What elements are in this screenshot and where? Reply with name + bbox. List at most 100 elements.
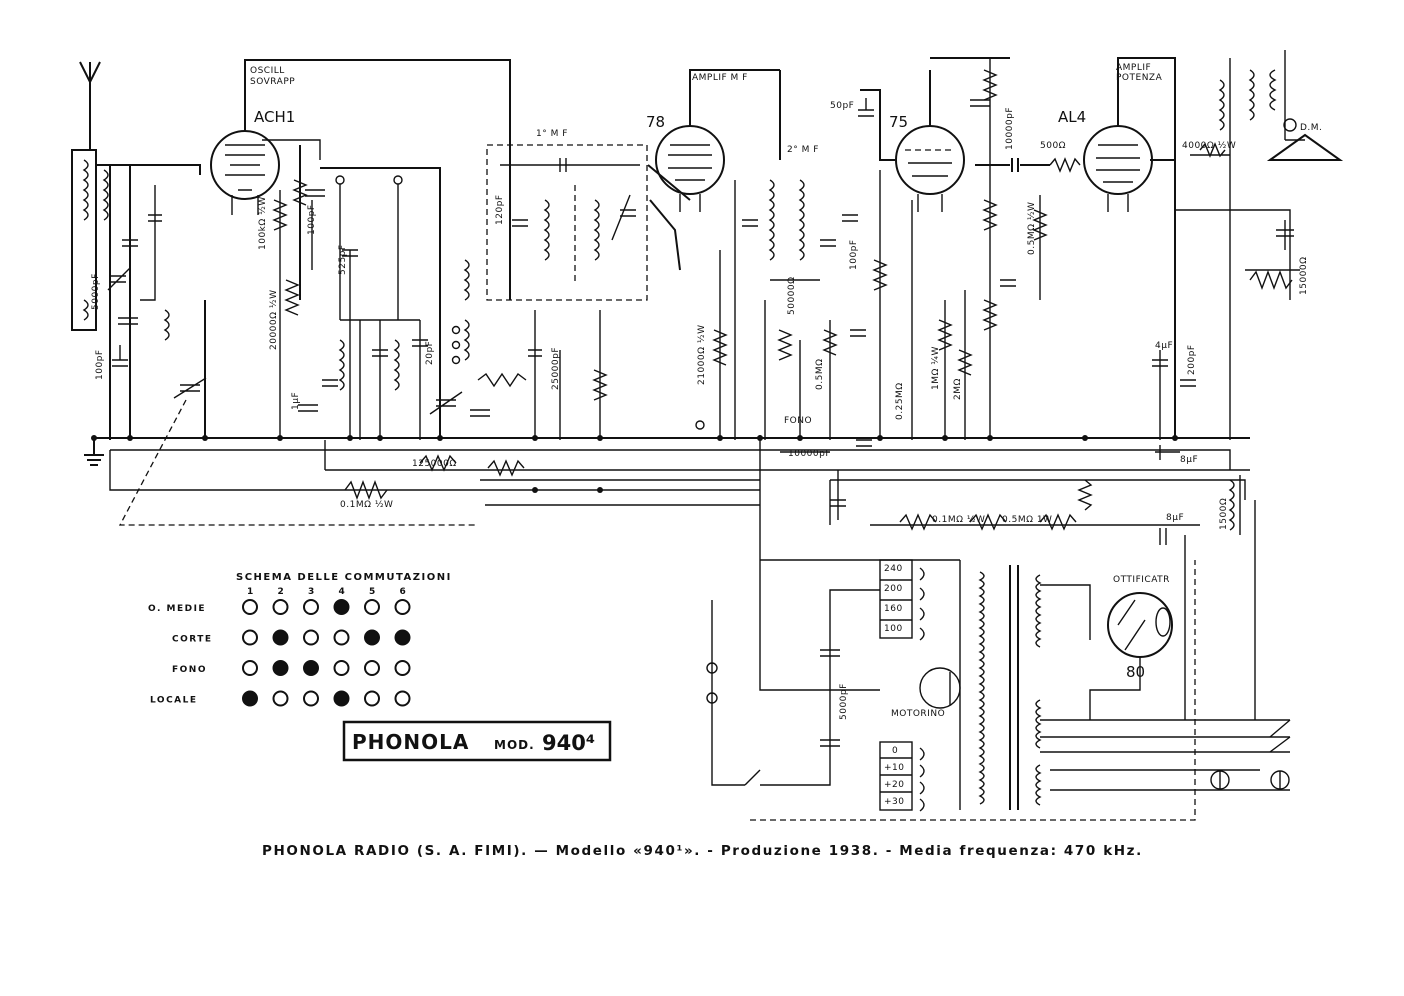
value-r7: 0.5MΩ: [815, 359, 825, 390]
switch-table-title: SCHEMA DELLE COMMUTAZIONI: [236, 572, 452, 583]
bus-junctions: [127, 435, 1178, 493]
value-c8: 25000pF: [551, 347, 561, 390]
value-c16: 8µF: [1166, 513, 1184, 523]
value-r9: 1MΩ ¼W: [931, 346, 941, 390]
switch-contact-closed: [364, 629, 380, 646]
tap-plus10: +10: [884, 763, 905, 773]
switch-row-label: FONO: [172, 665, 207, 675]
first-if-transformer: [486, 144, 648, 440]
value-c10: 100pF: [849, 239, 859, 270]
value-c5: 525pF: [338, 244, 348, 275]
switch-contact-closed: [303, 660, 319, 676]
value-r12: 0.5MΩ ½W: [1027, 202, 1037, 255]
rectifier-tube-80: [1107, 592, 1173, 658]
value-r8: 0.25MΩ: [895, 382, 905, 420]
value-r16: 0.5MΩ 1W: [1002, 515, 1052, 525]
switch-contact-open: [272, 599, 289, 615]
tube-78: [647, 69, 780, 440]
switch-column-3: 3: [308, 587, 314, 597]
switch-column-6: 6: [400, 587, 406, 597]
switch-contact-open: [364, 660, 380, 676]
oscillator-section: [320, 167, 527, 440]
switch-column-5: 5: [369, 587, 375, 597]
label-ampli-mf: AMPLIF M F: [692, 73, 748, 83]
tube-75: [779, 57, 1016, 440]
switch-contact-open: [364, 690, 380, 707]
label-second-mf: 2° M F: [787, 145, 819, 155]
switch-contact-open: [333, 660, 350, 676]
antenna-coil-box: [71, 149, 97, 331]
switch-column-4: 4: [339, 587, 345, 597]
bus-lines: [94, 435, 1250, 560]
model-plate-frame: [342, 720, 612, 762]
label-first-mf: 1° M F: [536, 129, 568, 139]
value-r5: 21000Ω ½W: [697, 325, 707, 386]
motor-icon: [919, 667, 961, 709]
tube-ach1: [210, 59, 511, 440]
model-plate: PHONOLA MOD. 940⁴: [342, 720, 612, 762]
value-r3: 125000Ω: [412, 459, 457, 469]
label-motorino: MOTORINO: [891, 709, 945, 719]
label-sovrapp: SOVRAPP: [250, 77, 295, 87]
tap-plus30: +30: [884, 797, 905, 807]
label-oscill: OSCILL: [250, 66, 285, 76]
label-fono: FONO: [784, 416, 812, 426]
tube-label-80: 80: [1126, 663, 1145, 681]
tube-label-ach1: ACH1: [254, 108, 295, 126]
value-c12: 10000pF: [1005, 107, 1015, 150]
switch-contact-open: [364, 599, 380, 615]
tube-al4: [975, 57, 1300, 440]
value-r1: 100kΩ ½W: [258, 196, 268, 250]
switch-contact-open: [242, 599, 258, 615]
switch-column-2: 2: [278, 587, 284, 597]
switch-contact-open: [242, 660, 258, 676]
value-r11: 500Ω: [1040, 141, 1066, 151]
value-c9: 50pF: [830, 101, 854, 111]
tap-200: 200: [884, 584, 903, 594]
figure-caption: PHONOLA RADIO (S. A. FIMI). — Modello «9…: [262, 843, 1143, 859]
switch-table-columns: 1 2 3 4 5 6: [247, 587, 406, 597]
second-if-transformer: [734, 179, 872, 520]
loudspeaker-icon: [1266, 50, 1344, 161]
value-c4: 1µF: [291, 392, 301, 410]
label-rectifier: OTTIFICATR: [1113, 575, 1170, 585]
switch-contact-open: [394, 690, 411, 707]
switch-row-label: LOCALE: [150, 696, 198, 706]
tube-label-75: 75: [889, 113, 908, 131]
power-supply: [706, 500, 1291, 821]
switch-row-label: CORTE: [172, 635, 213, 645]
value-c11: 10000pF: [788, 449, 831, 459]
switch-contact-open: [303, 629, 319, 646]
component-labels: 5000pF 100pF 100pF 100kΩ ½W 20000Ω ½W 1µ…: [91, 101, 1309, 720]
tap-0: 0: [892, 746, 898, 756]
brand-mod: MOD.: [494, 738, 535, 752]
switch-contact-closed: [333, 599, 350, 615]
tap-160: 160: [884, 604, 903, 614]
switch-contact-open: [303, 599, 319, 615]
label-potenza: POTENZA: [1116, 73, 1163, 83]
schematic-labels: OSCILL SOVRAPP ACH1 AMPLIF M F 78 75 AL4…: [250, 63, 1322, 807]
tube-label-al4: AL4: [1058, 108, 1086, 126]
switch-contact-closed: [242, 690, 258, 707]
tap-100: 100: [884, 624, 903, 634]
switch-contact-open: [333, 629, 350, 646]
value-r2: 20000Ω ½W: [269, 290, 279, 351]
tube-label-78: 78: [646, 113, 665, 131]
value-c3: 100pF: [307, 204, 317, 235]
brand-model-number: 940⁴: [542, 731, 595, 755]
value-c1: 5000pF: [91, 273, 101, 310]
label-dm: D.M.: [1300, 123, 1322, 133]
value-c15: 8µF: [1180, 455, 1198, 465]
switch-contact-open: [394, 599, 411, 615]
switch-column-1: 1: [247, 587, 253, 597]
value-r17: 1500Ω: [1219, 498, 1229, 530]
switch-contact-open: [394, 660, 411, 676]
tap-plus20: +20: [884, 780, 905, 790]
value-c7: 120pF: [495, 194, 505, 225]
value-r10: 2MΩ: [953, 378, 963, 400]
antenna-section: [71, 61, 475, 526]
